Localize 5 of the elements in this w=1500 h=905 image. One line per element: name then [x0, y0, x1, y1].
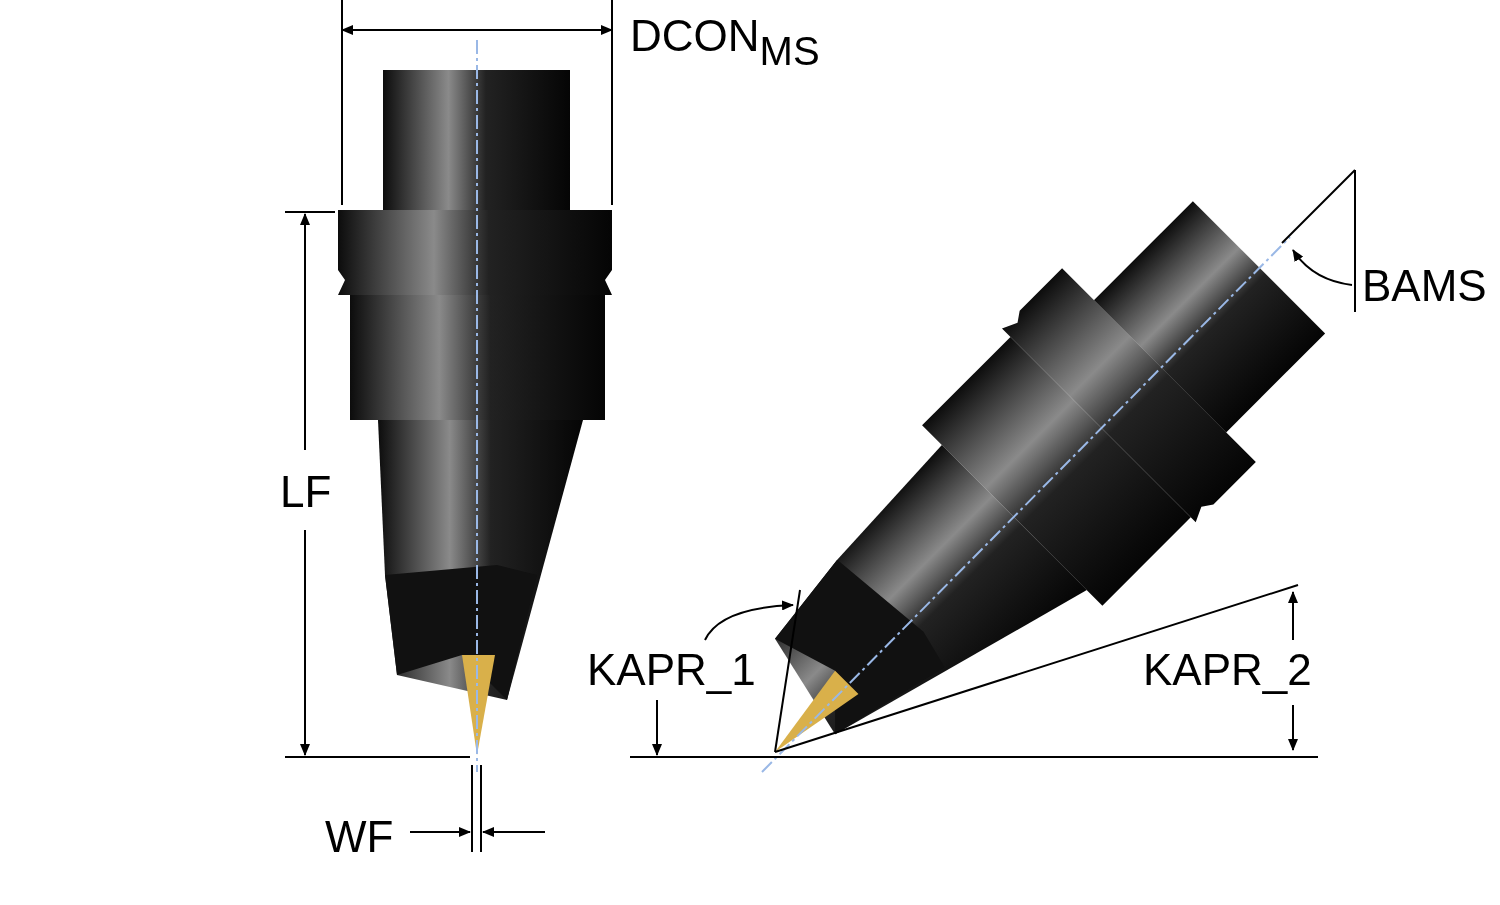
dimension-label: BAMS	[1362, 264, 1487, 308]
dimension-label: KAPR_1	[587, 648, 756, 692]
dimension-label: LF	[280, 470, 332, 514]
dimension-label: KAPR_2	[1143, 648, 1312, 692]
dimension-label: WF	[325, 815, 394, 859]
